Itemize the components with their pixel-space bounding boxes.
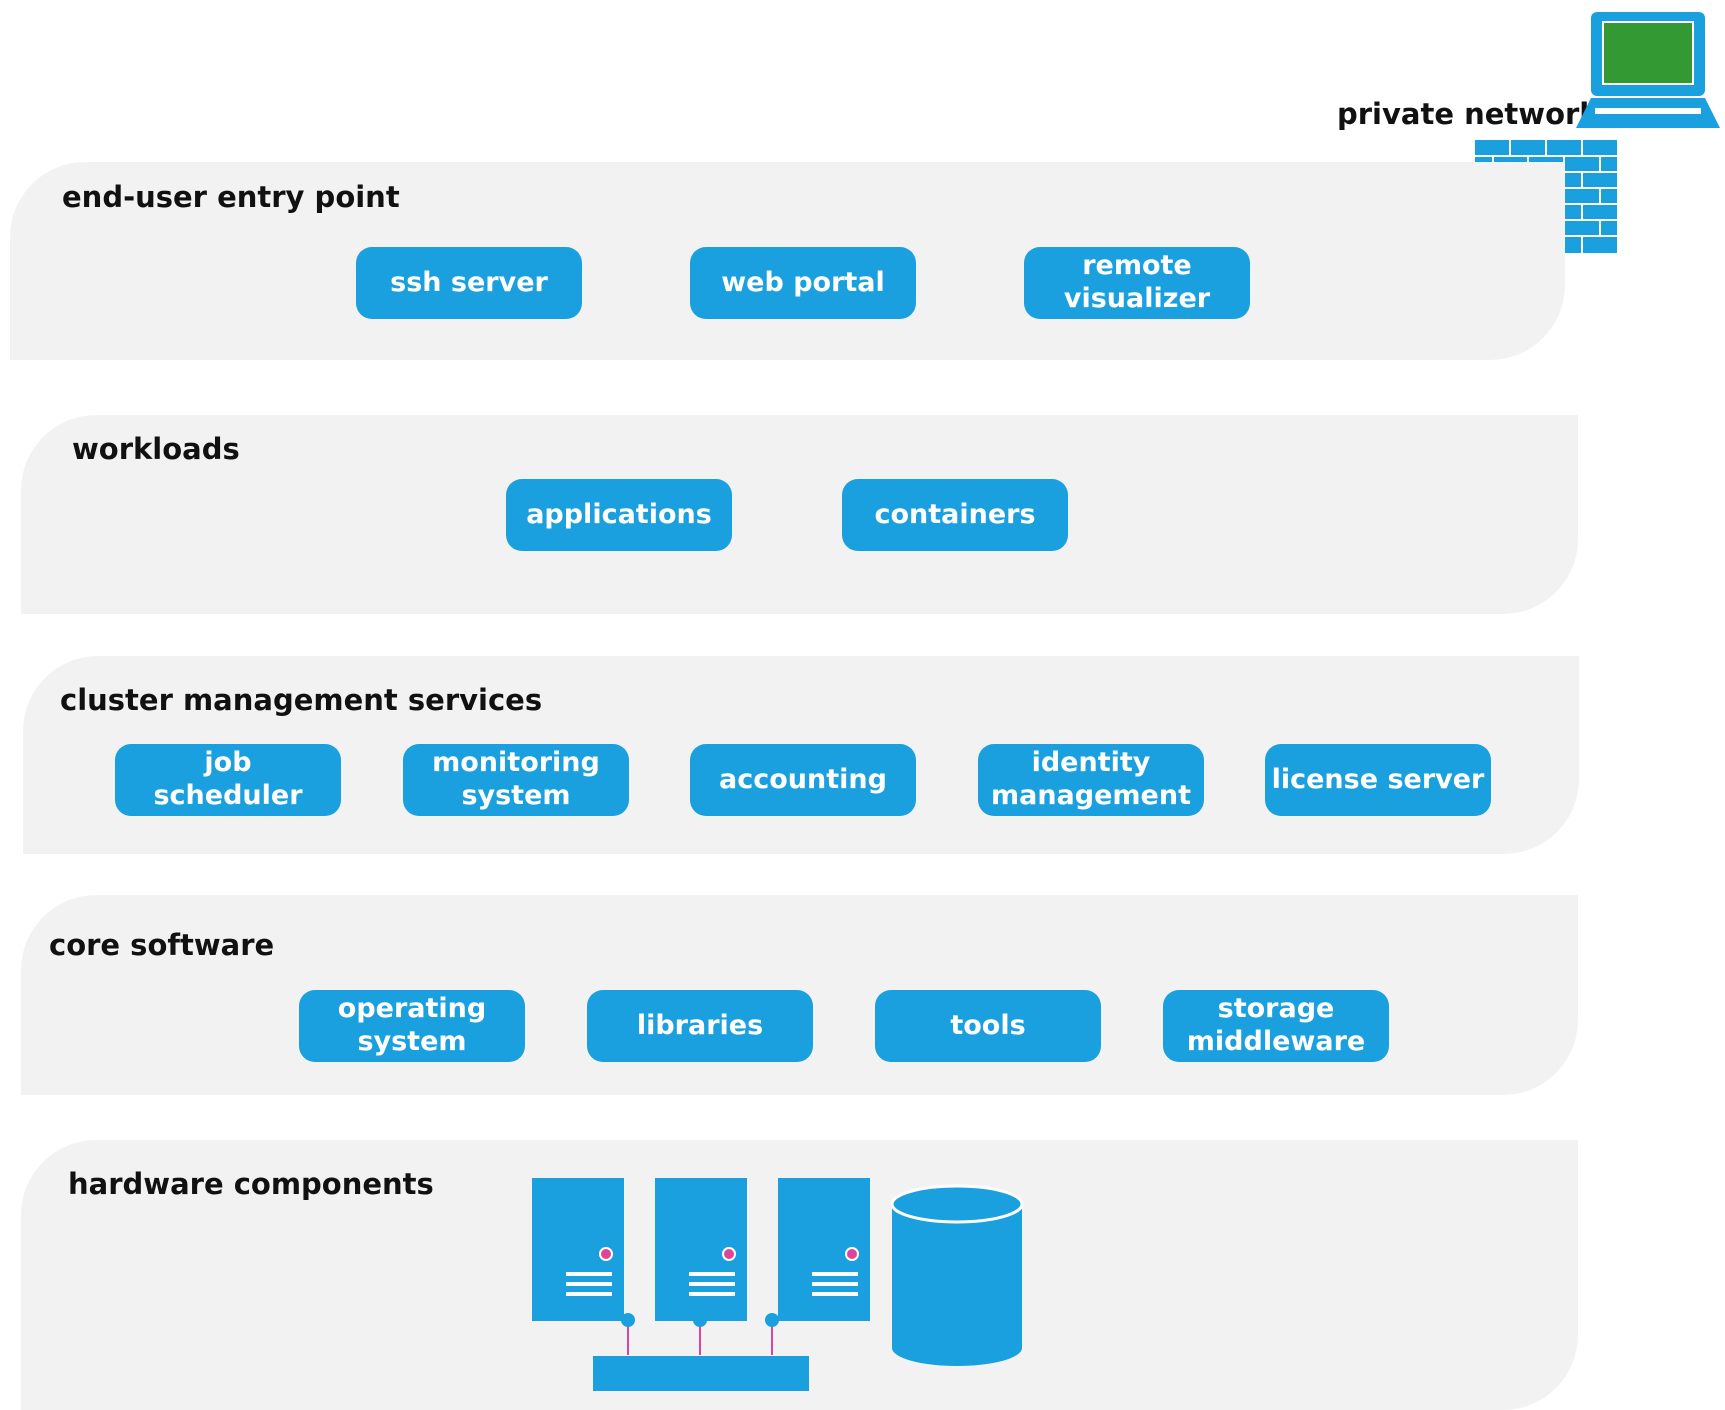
box-label: identity management	[990, 747, 1191, 811]
layer-title: cluster management services	[60, 683, 543, 717]
box-label: ssh server	[390, 266, 548, 298]
storage-cylinder-icon	[890, 1184, 1024, 1366]
box-label: monitoring system	[432, 747, 600, 811]
server-icon	[765, 1178, 870, 1327]
job-scheduler-box: job scheduler	[115, 744, 341, 816]
monitoring-system-box: monitoring system	[403, 744, 629, 816]
storage-middleware-box: storage middleware	[1163, 990, 1389, 1062]
remote-visualizer-box: remote visualizer	[1024, 247, 1250, 319]
box-label: web portal	[721, 266, 885, 298]
server-icon	[532, 1178, 635, 1327]
box-label: tools	[950, 1009, 1026, 1041]
laptop-icon	[1576, 12, 1720, 128]
box-label: operating system	[337, 993, 487, 1057]
box-label: containers	[874, 498, 1036, 530]
hardware-illustration	[532, 1178, 1024, 1391]
box-label: libraries	[636, 1009, 764, 1041]
accounting-box: accounting	[690, 744, 916, 816]
web-portal-box: web portal	[690, 247, 916, 319]
tools-box: tools	[875, 990, 1101, 1062]
network-switch-icon	[593, 1356, 809, 1391]
server-icon	[655, 1178, 747, 1327]
box-label: license server	[1271, 763, 1485, 795]
layer-workloads	[21, 415, 1578, 614]
box-label: job scheduler	[153, 747, 303, 811]
ssh-server-box: ssh server	[356, 247, 582, 319]
layer-title: end-user entry point	[62, 180, 400, 214]
containers-box: containers	[842, 479, 1068, 551]
box-label: remote visualizer	[1063, 250, 1211, 314]
layer-title: workloads	[72, 432, 240, 466]
private-network-label: private network	[1337, 97, 1599, 131]
box-label: accounting	[719, 763, 887, 795]
box-label: applications	[526, 498, 712, 530]
applications-box: applications	[506, 479, 732, 551]
operating-system-box: operating system	[299, 990, 525, 1062]
layer-title: hardware components	[68, 1167, 434, 1201]
layer-title: core software	[49, 928, 275, 962]
identity-management-box: identity management	[978, 744, 1204, 816]
box-label: storage middleware	[1186, 993, 1366, 1057]
libraries-box: libraries	[587, 990, 813, 1062]
license-server-box: license server	[1265, 744, 1491, 816]
